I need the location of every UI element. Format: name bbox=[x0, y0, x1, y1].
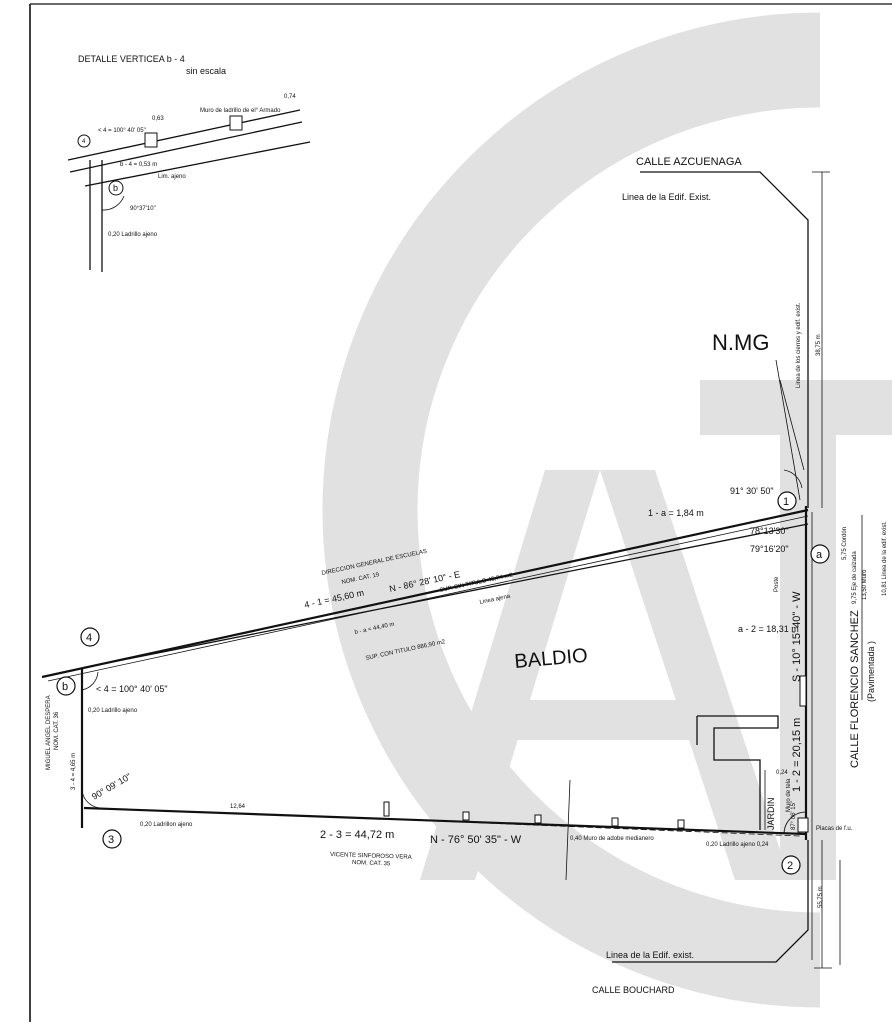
owner-west-cat: NOM. CAT. 36 bbox=[54, 711, 60, 750]
street-east: CALLE FLORENCIO SANCHEZ bbox=[849, 610, 861, 768]
detail-dist-note: b - 4 = 0,53 m bbox=[120, 162, 157, 168]
detail-vertex-b bbox=[108, 180, 124, 196]
street-east-sub: (Pavimentada ) bbox=[866, 641, 876, 702]
line-b-a bbox=[81, 523, 809, 669]
angle-a: 79°16'20" bbox=[750, 544, 789, 554]
side-1-2: 1 - 2 = 20,15 m bbox=[791, 718, 803, 792]
boundary-4-1 bbox=[41, 508, 809, 679]
edif-south: Linea de la Edif. exist. bbox=[606, 950, 694, 960]
dim-1264: 12,64 bbox=[230, 804, 246, 810]
north-street-area bbox=[640, 171, 863, 965]
edif-north: Linea de la Edif. Exist. bbox=[622, 192, 711, 202]
svg-text:a: a bbox=[816, 549, 823, 561]
detail-dim2: 0,74 bbox=[284, 94, 296, 100]
bearing-south: N - 76° 50' 35" - W bbox=[430, 834, 522, 846]
svg-text:4: 4 bbox=[86, 632, 92, 644]
detail-post-2 bbox=[229, 115, 243, 131]
nmg-label: N.MG bbox=[712, 330, 769, 355]
note-ladrillo-020: 0,20 Ladrillon ajeno bbox=[140, 822, 193, 828]
detail-line-upper bbox=[67, 109, 301, 161]
muro-note: 13,50 Muro bbox=[862, 569, 868, 600]
detail-angle-note: < 4 = 100° 40' 05" bbox=[98, 128, 146, 134]
street-north: CALLE AZCUENAGA bbox=[636, 156, 742, 168]
note-ladrillo-west: 0,20 Ladrillo ajeno bbox=[88, 708, 138, 714]
owner-west: MIGUEL ANGEL DESPERA bbox=[46, 695, 52, 770]
svg-text:4: 4 bbox=[82, 139, 86, 145]
angle-2: 87° 06' 15" bbox=[791, 801, 797, 830]
edif-line-north bbox=[640, 171, 809, 508]
svg-text:3: 3 bbox=[108, 834, 114, 846]
detail-lim-note: Lim. ajeno bbox=[158, 174, 186, 180]
angle-3: 90° 09' 10" bbox=[90, 771, 133, 801]
existing-building bbox=[697, 715, 779, 830]
angle-4: < 4 = 100° 40' 05" bbox=[96, 684, 168, 694]
detail-angle-b: 90°37'10" bbox=[130, 206, 156, 212]
dist-north: 38,75 m bbox=[816, 334, 822, 356]
jardin-label: JARDIN bbox=[766, 797, 776, 830]
note-muro-adobe: 0,40 Muro de adobe medianero bbox=[570, 836, 654, 842]
vertex-4 bbox=[80, 627, 100, 647]
angle-1-inner: 78°13'30" bbox=[750, 526, 789, 536]
vertex-a bbox=[810, 544, 830, 564]
detail-inset: DETALLE VERTICEA b - 4 sin escala 4 b < … bbox=[67, 54, 311, 272]
vertex-markers: 1 a 2 3 4 b bbox=[56, 491, 830, 875]
side-a-2: a - 2 = 18,31 m bbox=[738, 624, 799, 634]
side-1-a: 1 - a = 1,84 m bbox=[648, 508, 704, 518]
vertex-b bbox=[56, 676, 76, 696]
street-south: CALLE BOUCHARD bbox=[592, 985, 675, 995]
note-ladrillo-south: 0,20 Ladrillo ajeno 0,24 bbox=[706, 842, 769, 848]
vertex-1 bbox=[777, 491, 797, 511]
owner-south-cat: NOM. CAT. 35 bbox=[352, 860, 391, 867]
muro-seco-note: Muro de tela bbox=[786, 778, 792, 812]
vertex-2 bbox=[781, 855, 801, 875]
side-3-4: 3 - 4 = 4,65 m bbox=[71, 753, 77, 790]
watermark-logo bbox=[322, 12, 892, 1008]
angle-1: 91° 30' 50" bbox=[730, 486, 774, 496]
side-2-3: 2 - 3 = 44,72 m bbox=[320, 829, 394, 841]
eje-calzada-note: 9,75 Eje de calzada bbox=[852, 551, 858, 604]
detail-wall-note: Muro de ladrillo de el° Armado bbox=[200, 108, 281, 114]
detail-title: DETALLE VERTICEA b - 4 bbox=[78, 54, 185, 64]
detail-post-1 bbox=[144, 132, 158, 148]
dim-024: 0,24 bbox=[776, 770, 788, 776]
cierres-line: Linea de los cierres y edif. exist. bbox=[796, 302, 802, 388]
detail-brick-note: 0,20 Ladrillo ajeno bbox=[108, 232, 158, 238]
plot-boundary bbox=[41, 506, 813, 960]
far-right-note: 10,81 Linea de la edif. exist. bbox=[882, 521, 888, 596]
detail-line-mid bbox=[69, 121, 303, 173]
owner-south: VICENTE SINFOROSO VERA bbox=[330, 852, 412, 861]
svg-text:2: 2 bbox=[787, 860, 793, 872]
detail-vertex-4 bbox=[77, 134, 91, 148]
note-placas: Placas de f.u. bbox=[816, 826, 853, 832]
dist-south: 55,75 m bbox=[818, 886, 824, 908]
svg-text:1: 1 bbox=[783, 496, 789, 508]
edif-line-south bbox=[612, 840, 809, 963]
cordon-note: 5,75 Cordón bbox=[842, 527, 848, 560]
detail-subtitle: sin escala bbox=[186, 66, 226, 76]
vertex-3 bbox=[102, 829, 122, 849]
detail-line-lower bbox=[84, 141, 311, 187]
south-street-area bbox=[612, 840, 832, 969]
bearing-east: S - 10° 15' 40" - W bbox=[791, 591, 803, 682]
svg-text:b: b bbox=[62, 681, 68, 693]
svg-text:b: b bbox=[113, 183, 118, 193]
poste-note: Poste bbox=[774, 576, 780, 592]
detail-dim1: 0,63 bbox=[152, 116, 164, 122]
